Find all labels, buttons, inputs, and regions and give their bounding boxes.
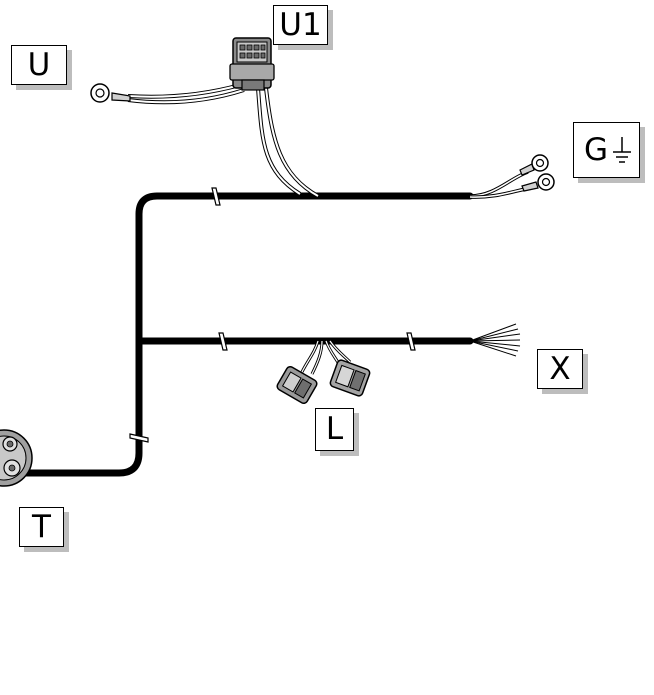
label-g: G <box>573 122 640 178</box>
label-g-text: G <box>584 131 609 168</box>
l-connectors <box>276 340 371 405</box>
break-mark-mid-left <box>218 332 228 351</box>
break-mark-mid-right <box>406 332 416 351</box>
u-ring-terminal <box>90 83 131 103</box>
label-u1-text: U1 <box>279 6 322 43</box>
label-l-text: L <box>325 411 344 447</box>
label-t-text: T <box>32 508 51 545</box>
label-x: X <box>537 349 583 389</box>
label-x-text: X <box>549 350 571 387</box>
main-harness-cable <box>10 192 474 477</box>
ground-icon <box>613 137 631 163</box>
g-ring-terminals <box>469 154 555 199</box>
cable-break-marks <box>129 187 416 443</box>
t-round-connector <box>0 429 33 487</box>
label-u: U <box>11 45 67 85</box>
label-u1: U1 <box>273 5 328 45</box>
label-l: L <box>315 408 354 451</box>
x-wire-ends <box>469 323 521 357</box>
break-mark-top <box>211 187 221 206</box>
u1-connector <box>127 37 319 198</box>
break-mark-vertical <box>129 433 149 443</box>
label-u-text: U <box>27 46 51 83</box>
label-t: T <box>19 507 64 547</box>
